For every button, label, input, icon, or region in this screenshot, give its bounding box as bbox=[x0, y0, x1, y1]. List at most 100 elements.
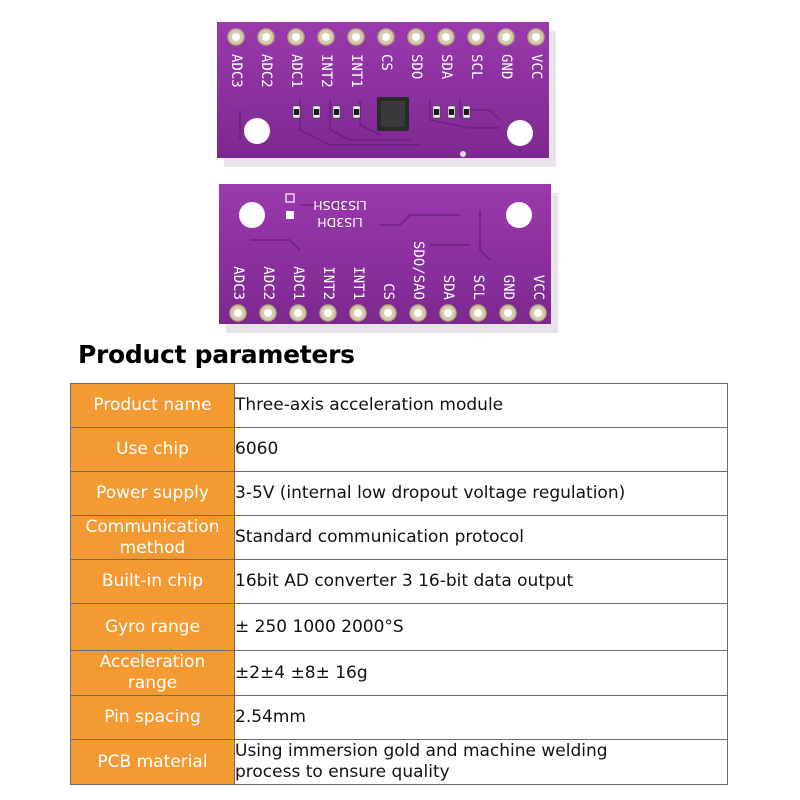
mount-hole bbox=[506, 202, 532, 228]
param-value-line: Using immersion gold and machine welding bbox=[235, 741, 608, 761]
pin-pad bbox=[227, 28, 245, 46]
pin-pad bbox=[529, 304, 547, 322]
param-value: 6060 bbox=[234, 427, 728, 472]
pin-label: SCL bbox=[468, 54, 484, 79]
param-row: Product name Three-axis acceleration modu… bbox=[70, 383, 728, 428]
pin-pad bbox=[527, 28, 545, 46]
param-label-line: range bbox=[127, 673, 178, 693]
param-row: Power supply 3-5V (internal low dropout v… bbox=[70, 471, 728, 516]
pin-label: SDA bbox=[440, 275, 456, 301]
param-label-text: Pin spacing bbox=[104, 707, 201, 727]
pin-pad bbox=[287, 28, 305, 46]
mount-hole bbox=[239, 202, 265, 228]
pin-label: SDO/SAO bbox=[410, 241, 426, 300]
pin-pad bbox=[407, 28, 425, 46]
param-value: 2.54mm bbox=[234, 695, 728, 740]
pin-pad bbox=[409, 304, 427, 322]
pin-label: ADC2 bbox=[260, 266, 276, 300]
pin-pad bbox=[229, 304, 247, 322]
pin-pad bbox=[257, 28, 275, 46]
param-value: 16bit AD converter 3 16-bit data output bbox=[234, 559, 728, 604]
param-value-text: 6060 bbox=[235, 439, 279, 459]
param-label: Product name bbox=[70, 383, 235, 428]
param-value: 3-5V (internal low dropout voltage regul… bbox=[234, 471, 728, 516]
param-value-text: Standard communication protocol bbox=[235, 527, 524, 547]
pin-label: ADC2 bbox=[258, 54, 274, 88]
param-label-line: Communication bbox=[85, 516, 220, 537]
pin-pad bbox=[499, 304, 517, 322]
param-label-text: Use chip bbox=[116, 439, 189, 459]
param-value: Three-axis acceleration module bbox=[234, 383, 728, 428]
pin-pad bbox=[439, 304, 457, 322]
pin-pad bbox=[349, 304, 367, 322]
param-value-text: ± 250 1000 2000°S bbox=[235, 616, 404, 637]
section-title: Product parameters bbox=[78, 340, 355, 369]
param-row: Gyro range ± 250 1000 2000°S bbox=[70, 603, 728, 651]
pin-label: CS bbox=[380, 283, 396, 300]
pin-label: ADC3 bbox=[228, 54, 244, 88]
param-value-text: 3-5V (internal low dropout voltage regul… bbox=[235, 483, 626, 503]
param-value-text: 2.54mm bbox=[235, 707, 306, 727]
pin-pad bbox=[377, 28, 395, 46]
param-label: Use chip bbox=[70, 427, 235, 472]
pin-pad bbox=[259, 304, 277, 322]
param-value: Using immersion gold and machine welding… bbox=[234, 739, 728, 785]
param-label-text: Product name bbox=[93, 395, 212, 415]
param-label-text: Gyro range bbox=[104, 616, 201, 637]
param-value: Standard communication protocol bbox=[234, 515, 728, 560]
param-row: Use chip 6060 bbox=[70, 427, 728, 472]
param-label-text: Built-in chip bbox=[101, 571, 204, 591]
pin-pad bbox=[289, 304, 307, 322]
param-value-line: process to ensure quality bbox=[235, 762, 450, 782]
param-label-text: PCB material bbox=[97, 751, 208, 772]
pin-pad bbox=[379, 304, 397, 322]
param-value-text: ±2±4 ±8± 16g bbox=[235, 662, 368, 683]
param-label-line: Acceleration bbox=[99, 652, 206, 672]
pin-label: VCC bbox=[528, 54, 544, 79]
param-label: PCB material bbox=[70, 739, 235, 785]
parameters-table: Product name Three-axis acceleration modu… bbox=[70, 383, 728, 785]
pin-pad bbox=[317, 28, 335, 46]
param-value: ± 250 1000 2000°S bbox=[234, 603, 728, 651]
param-row: Built-in chip 16bit AD converter 3 16-bit… bbox=[70, 559, 728, 604]
param-value: ±2±4 ±8± 16g bbox=[234, 650, 728, 696]
pin-label: SCL bbox=[470, 275, 486, 300]
param-label-text: Power supply bbox=[96, 483, 209, 503]
pin-label: INT1 bbox=[350, 266, 366, 300]
pin-pad bbox=[437, 28, 455, 46]
param-label: Built-in chip bbox=[70, 559, 235, 604]
param-label: Gyro range bbox=[70, 603, 235, 651]
pin-pad bbox=[469, 304, 487, 322]
checkbox-empty-mark bbox=[285, 193, 295, 203]
pin-label: INT1 bbox=[348, 54, 364, 88]
pin-label: ADC3 bbox=[230, 266, 246, 300]
pin-label: VCC bbox=[530, 275, 546, 300]
pin-label: ADC1 bbox=[288, 54, 304, 88]
param-row: Pin spacing 2.54mm bbox=[70, 695, 728, 740]
pin-pad bbox=[347, 28, 365, 46]
checkbox-filled-mark bbox=[286, 211, 294, 219]
param-row: PCB material Using immersion gold and mac… bbox=[70, 739, 728, 785]
param-label-line: method bbox=[119, 537, 186, 558]
pin-label: SDA bbox=[438, 54, 454, 80]
mount-hole bbox=[507, 120, 533, 146]
pin-label: GND bbox=[500, 275, 516, 300]
silk-lis3dh: LIS3DH bbox=[317, 215, 363, 230]
pin-label: INT2 bbox=[318, 54, 334, 88]
param-label: Pin spacing bbox=[70, 695, 235, 740]
mount-hole bbox=[244, 118, 270, 144]
param-value-text: Three-axis acceleration module bbox=[235, 395, 504, 415]
param-value-text: 16bit AD converter 3 16-bit data output bbox=[235, 571, 574, 591]
param-label: Power supply bbox=[70, 471, 235, 516]
pin-label: GND bbox=[498, 54, 514, 79]
pin-label: INT2 bbox=[320, 266, 336, 300]
pin-pad bbox=[319, 304, 337, 322]
pin-pad bbox=[467, 28, 485, 46]
